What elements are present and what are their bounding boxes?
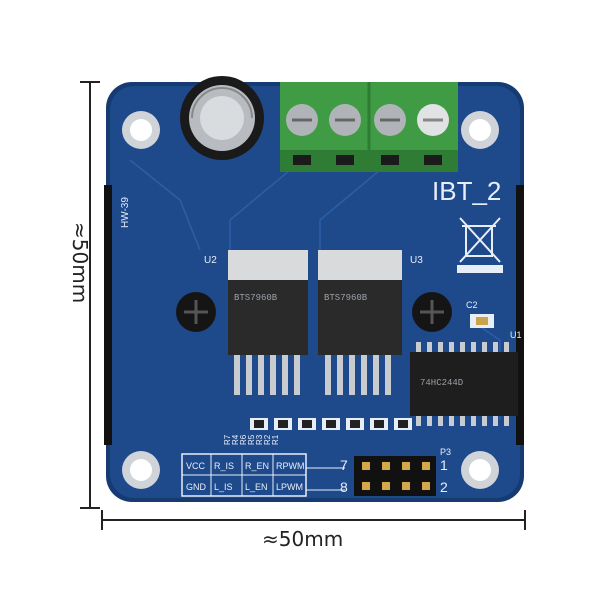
weee-bin-icon [457, 217, 503, 273]
header-num-2: 2 [440, 479, 448, 495]
svg-text:74HC244D: 74HC244D [420, 378, 463, 388]
pin-l-is: L_IS [214, 482, 233, 492]
pin-gnd: GND [186, 482, 207, 492]
header-num-8: 8 [340, 479, 348, 495]
resistor-row: R7 R4 R6 R5 R3 R2 R1 [223, 418, 412, 445]
label-u2: U2 [204, 255, 217, 266]
label-c2: C2 [466, 300, 478, 310]
svg-text:R4: R4 [231, 434, 240, 445]
pin-vcc: VCC [186, 461, 206, 471]
svg-text:R6: R6 [239, 434, 248, 445]
pin-rpwm: RPWM [276, 461, 305, 471]
pin-r-en: R_EN [245, 461, 269, 471]
pin-label-table: VCC R_IS R_EN RPWM GND L_IS L_EN LPWM [181, 453, 345, 497]
header-num-7: 7 [340, 457, 348, 473]
svg-text:R7: R7 [223, 434, 232, 445]
pin-lpwm: LPWM [276, 482, 303, 492]
label-u3: U3 [410, 255, 423, 266]
c2-body [476, 317, 488, 325]
pin-header: 7 1 8 2 [340, 456, 448, 496]
svg-text:R1: R1 [271, 434, 280, 445]
chip-u3: BTS7960B [318, 250, 402, 395]
screw-right [412, 292, 452, 332]
svg-text:BTS7960B: BTS7960B [324, 293, 368, 303]
mounting-holes [122, 111, 499, 489]
model-label: HW-39 [120, 197, 131, 228]
right-edge-header [516, 185, 524, 445]
header-num-1: 1 [440, 457, 448, 473]
height-dimension-label: ≈50mm [68, 222, 92, 304]
chip-u1: 74HC244D [410, 342, 518, 426]
label-u1: U1 [510, 330, 522, 340]
left-edge-header [104, 185, 112, 445]
dimension-lines [80, 81, 526, 530]
svg-text:BTS7960B: BTS7960B [234, 293, 278, 303]
pin-r-is: R_IS [214, 461, 234, 471]
capacitor [180, 76, 264, 160]
svg-text:R3: R3 [255, 434, 264, 445]
chip-u2: BTS7960B [228, 250, 308, 395]
pin-l-en: L_EN [245, 482, 268, 492]
svg-text:R2: R2 [263, 434, 272, 445]
label-p3: P3 [440, 447, 451, 457]
svg-text:R5: R5 [247, 434, 256, 445]
screw-terminal [280, 82, 458, 172]
screw-left [176, 292, 216, 332]
board-name: IBT_2 [432, 176, 501, 206]
width-dimension-label: ≈50mm [262, 527, 344, 551]
